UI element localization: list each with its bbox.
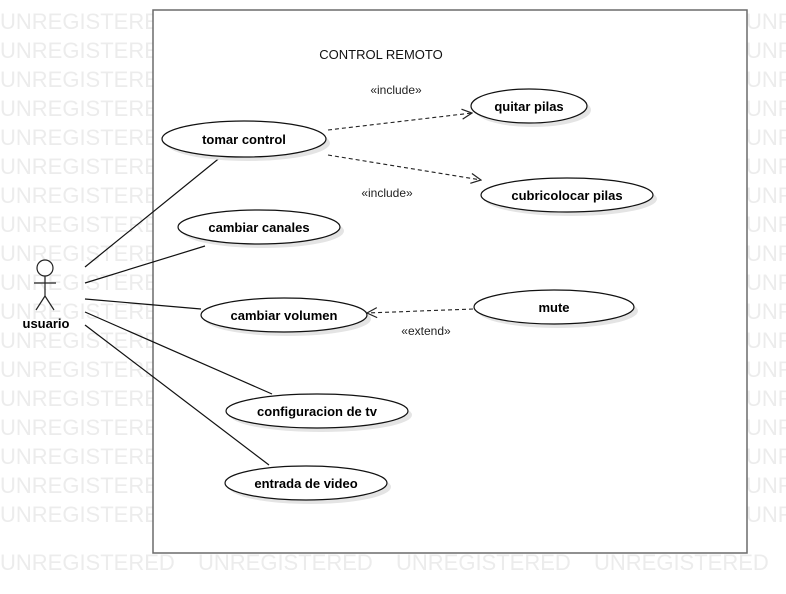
watermark-text: UNREGISTERED xyxy=(0,9,175,34)
watermark-text: UNREGISTERED xyxy=(0,241,175,266)
watermark-text: UNREGISTERED xyxy=(0,357,175,382)
associations xyxy=(84,155,273,466)
use-case-configuracion-tv[interactable]: configuracion de tv xyxy=(225,393,412,432)
association-line[interactable] xyxy=(84,324,270,466)
watermark-text: UNREGISTERED xyxy=(0,550,175,575)
watermark-text: UNREGISTERED xyxy=(746,241,786,266)
association-line[interactable] xyxy=(84,311,273,395)
use-case-cambiar-canales[interactable]: cambiar canales xyxy=(177,209,344,248)
watermark-text: UNREGISTERED xyxy=(746,96,786,121)
use-case-label: tomar control xyxy=(202,132,286,147)
watermark-text: UNREGISTERED xyxy=(0,125,175,150)
watermark-text: UNREGISTERED xyxy=(0,212,175,237)
use-case-ellipse xyxy=(200,297,368,333)
watermark-text: UNREGISTERED xyxy=(746,386,786,411)
system-boundary[interactable] xyxy=(152,9,748,554)
use-case-ellipse xyxy=(225,393,409,429)
watermark-text: UNREGISTERED xyxy=(0,183,175,208)
use-case-label: cubricolocar pilas xyxy=(511,188,622,203)
include-label: «include» xyxy=(370,83,422,97)
use-case-ellipse xyxy=(480,177,654,213)
watermark-text: UNREGISTERED xyxy=(746,299,786,324)
actor-leg-right xyxy=(44,295,55,311)
use-case-ellipse xyxy=(161,120,327,158)
watermark-text: UNREGISTERED xyxy=(0,473,175,498)
watermark-text: UNREGISTERED xyxy=(0,328,175,353)
watermark-text: UNREGISTERED xyxy=(594,550,769,575)
watermark-text: UNREGISTERED xyxy=(0,444,175,469)
watermark-text: UNREGISTERED xyxy=(746,473,786,498)
watermark-text: UNREGISTERED xyxy=(746,502,786,527)
use-case-label: configuracion de tv xyxy=(257,404,378,419)
watermark-text: UNREGISTERED xyxy=(746,328,786,353)
extend-label: «extend» xyxy=(401,324,451,338)
watermark-text: UNREGISTERED xyxy=(746,67,786,92)
include-arrow[interactable] xyxy=(327,113,472,131)
actor-leg-left xyxy=(35,295,46,311)
use-case-ellipse xyxy=(224,465,388,501)
watermark-text: UNREGISTERED xyxy=(0,154,175,179)
actor-usuario[interactable]: usuario xyxy=(23,259,70,331)
use-case-cubricolocar-pilas[interactable]: cubricolocar pilas xyxy=(480,177,657,216)
use-case-entrada-video[interactable]: entrada de video xyxy=(224,465,391,504)
watermark-text: UNREGISTERED xyxy=(746,154,786,179)
include-arrow[interactable] xyxy=(327,154,481,180)
watermark-text: UNREGISTERED xyxy=(0,96,175,121)
include-label: «include» xyxy=(361,186,413,200)
watermark-text: UNREGISTERED xyxy=(746,9,786,34)
association-line[interactable] xyxy=(84,298,202,310)
watermark-text: UNREGISTERED xyxy=(0,299,175,324)
watermark-text: UNREGISTERED xyxy=(0,415,175,440)
use-case-quitar-pilas[interactable]: quitar pilas xyxy=(470,88,591,127)
use-case-label: quitar pilas xyxy=(494,99,563,114)
watermark-text: UNREGISTERED xyxy=(746,38,786,63)
association-line[interactable] xyxy=(84,245,206,284)
watermark-text: UNREGISTERED xyxy=(0,386,175,411)
watermark-text: UNREGISTERED xyxy=(746,270,786,295)
association-line[interactable] xyxy=(84,155,223,268)
watermark-text: UNREGISTERED xyxy=(0,67,175,92)
watermark-text: UNREGISTERED xyxy=(746,444,786,469)
watermark-text: UNREGISTERED xyxy=(746,415,786,440)
watermark-layer: UNREGISTERED UNREGISTERED UNREGISTERED U… xyxy=(0,9,786,575)
watermark-text: UNREGISTERED xyxy=(0,502,175,527)
watermark-text: UNREGISTERED xyxy=(746,183,786,208)
use-case-ellipse xyxy=(470,88,588,124)
use-case-ellipse xyxy=(473,289,635,325)
use-case-mute[interactable]: mute xyxy=(473,289,638,328)
actor-label: usuario xyxy=(23,316,70,331)
use-case-label: mute xyxy=(538,300,569,315)
use-case-tomar-control[interactable]: tomar control xyxy=(161,120,330,161)
watermark-text: UNREGISTERED xyxy=(0,38,175,63)
dependencies xyxy=(327,113,481,313)
extend-arrow[interactable] xyxy=(367,309,474,313)
use-case-label: cambiar volumen xyxy=(231,308,338,323)
watermark-text: UNREGISTERED xyxy=(198,550,373,575)
watermark-text: UNREGISTERED xyxy=(746,125,786,150)
use-case-label: entrada de video xyxy=(254,476,357,491)
use-case-ellipse xyxy=(177,209,341,245)
watermark-text: UNREGISTERED xyxy=(746,357,786,382)
use-case-label: cambiar canales xyxy=(208,220,309,235)
use-case-cambiar-volumen[interactable]: cambiar volumen xyxy=(200,297,371,336)
actor-head xyxy=(36,259,54,277)
watermark-text: UNREGISTERED xyxy=(746,212,786,237)
system-title: CONTROL REMOTO xyxy=(319,47,443,62)
watermark-text: UNREGISTERED xyxy=(396,550,571,575)
